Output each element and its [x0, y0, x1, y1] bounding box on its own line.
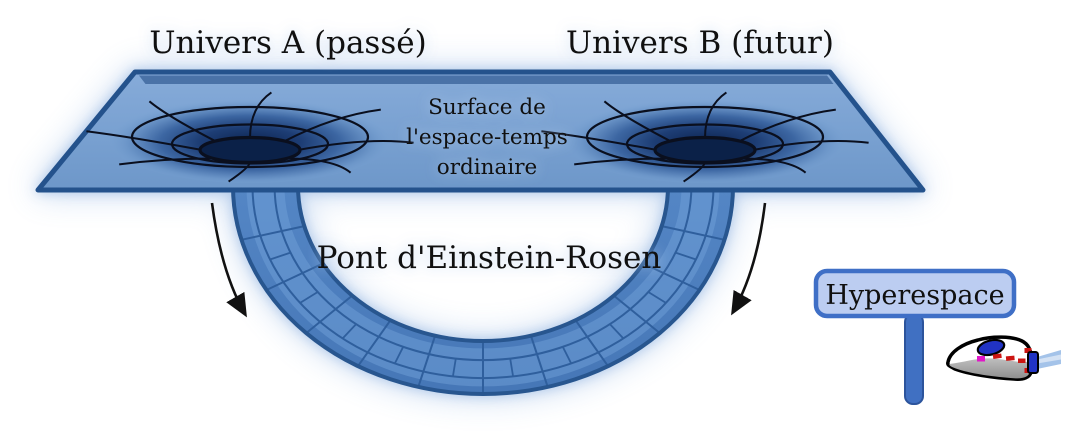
- funnel-grid-spoke: [86, 130, 203, 151]
- funnel-grid-spoke: [541, 130, 658, 151]
- tube-rib-offset: [452, 358, 457, 377]
- funnel-grid-spoke: [283, 108, 381, 143]
- label-hyperspace: Hyperespace: [825, 280, 1004, 311]
- wormhole-mouth-a: [86, 91, 414, 183]
- tube-rib-offset: [299, 291, 319, 304]
- funnel-grid-spoke: [752, 140, 869, 151]
- funnel-grid-spoke: [119, 157, 217, 166]
- tube-rib: [574, 319, 609, 367]
- flow-arrow-right: [731, 202, 767, 316]
- spacetime-geometry: [35, 69, 926, 396]
- hyperspace-signpost: Hyperespace: [813, 268, 1017, 405]
- funnel-ring-outer: [130, 105, 370, 169]
- tube-rib-offset: [393, 346, 405, 364]
- ship-marking-red-3: [1018, 358, 1026, 363]
- funnel-grid-spoke: [148, 100, 217, 143]
- einstein-rosen-tube: [230, 184, 736, 396]
- tube-rib: [357, 319, 392, 367]
- ship-exhaust-core: [1037, 354, 1061, 364]
- flow-arrow-left: [210, 202, 247, 318]
- tube-outline: [230, 184, 736, 396]
- tube-rib-offset: [647, 291, 667, 304]
- label-universe-b: Univers B (futur): [566, 25, 834, 61]
- tube-rib: [266, 262, 324, 291]
- funnel-grid-spoke: [283, 157, 352, 174]
- tube-rib: [613, 294, 661, 334]
- tube-rib-offset: [509, 358, 514, 377]
- ship-marking-red-2: [1005, 355, 1015, 361]
- tube-rib-offset: [342, 323, 357, 340]
- wormhole-mouth-b: [541, 91, 869, 183]
- label-surface-line3: ordinaire: [437, 155, 537, 180]
- funnel-ring-outer: [585, 105, 825, 169]
- tube-rib: [241, 225, 305, 241]
- tube-rib: [529, 335, 549, 388]
- tube-rib: [305, 294, 353, 334]
- label-bridge: Pont d'Einstein-Rosen: [317, 240, 662, 276]
- plane-top-bevel: [139, 75, 834, 84]
- funnel-grid-spoke: [738, 157, 807, 174]
- diagram-labels: Univers A (passé) Univers B (futur) Surf…: [149, 25, 834, 276]
- ship-marking-red-1: [992, 353, 1002, 359]
- funnel-grid-spoke: [297, 140, 414, 151]
- tube-rib-offset: [675, 251, 697, 261]
- sign-post: [904, 313, 924, 405]
- ship-cockpit: [976, 338, 1006, 357]
- label-surface-line2: l'espace-temps: [406, 125, 568, 150]
- funnel-grid-spoke: [249, 91, 272, 139]
- funnel-grid-spoke: [603, 100, 672, 143]
- funnel-grid-spoke: [574, 157, 672, 166]
- spaceship: [946, 335, 1061, 381]
- tube-rib: [642, 262, 700, 291]
- ship-engine: [1027, 351, 1039, 374]
- label-surface-line1: Surface de: [428, 95, 546, 120]
- tube-rib-offset: [609, 323, 624, 340]
- funnel-throat: [198, 135, 302, 165]
- tube-rib-offset: [561, 346, 573, 364]
- funnel-throat: [653, 135, 757, 165]
- ship-marking-red-4: [1024, 348, 1032, 353]
- ship-marking-magenta: [977, 356, 985, 362]
- label-universe-a: Univers A (passé): [149, 25, 426, 61]
- tube-rib: [417, 335, 437, 388]
- ship-belly: [949, 358, 1030, 379]
- funnel-grid-spoke: [738, 108, 836, 143]
- sign-board: [813, 268, 1017, 319]
- tube-rib-offset: [269, 251, 291, 261]
- tube-rib: [661, 225, 725, 241]
- funnel-grid-spoke: [704, 91, 727, 139]
